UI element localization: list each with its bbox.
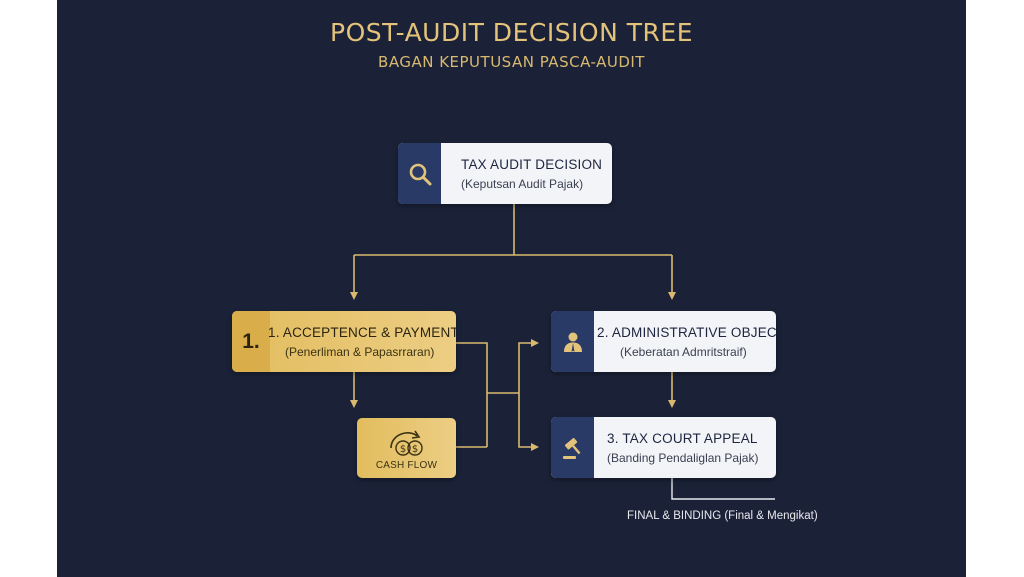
node-appeal-icon-tab (551, 417, 594, 478)
node-administrative-objection: 2. ADMINISTRATIVE OBJECTION (Keberatan A… (551, 311, 776, 372)
diagram-canvas: POST-AUDIT DECISION TREE BAGAN KEPUTUSAN… (57, 0, 966, 577)
node-decision-icon-tab (398, 143, 441, 204)
node-decision-title: TAX AUDIT DECISION (461, 156, 603, 172)
connector-acceptance-junction (456, 342, 488, 447)
node-cash-flow: $ $ CASH FLOW (357, 418, 456, 478)
connector-bus-objection (518, 339, 539, 393)
person-icon (563, 332, 582, 352)
node-acceptance-title: 1. ACCEPTENCE & PAYMENT (268, 324, 456, 340)
node-appeal-title: 3. TAX COURT APPEAL (607, 430, 758, 446)
node-acceptance-payment: 1. 1. ACCEPTENCE & PAYMENT (Penerliman &… (232, 311, 456, 372)
gavel-icon (562, 437, 581, 459)
diagram-title: POST-AUDIT DECISION TREE (330, 18, 693, 47)
node-acceptance-number: 1. (242, 329, 260, 353)
node-tax-court-appeal: 3. TAX COURT APPEAL (Banding Pendaliglan… (551, 417, 776, 478)
search-icon (409, 163, 431, 185)
cash-flow-icon: $ $ (389, 430, 423, 456)
connector-lines (350, 204, 775, 500)
node-objection-icon-tab (551, 311, 594, 372)
node-acceptance-number-tab: 1. (232, 311, 270, 372)
node-objection-title: 2. ADMINISTRATIVE OBJECTION (597, 324, 776, 340)
connector-final (671, 478, 775, 500)
node-decision-subtitle: (Keputsan Audit Pajak) (461, 176, 584, 191)
svg-text:$: $ (399, 444, 405, 455)
node-acceptance-subtitle: (Penerliman & Papasrraran) (285, 344, 435, 359)
final-binding-label: FINAL & BINDING (Final & Mengikat) (627, 510, 818, 522)
svg-text:$: $ (411, 444, 417, 455)
node-objection-subtitle: (Keberatan Admritstraif) (620, 344, 747, 359)
node-appeal-subtitle: (Banding Pendaliglan Pajak) (607, 450, 759, 465)
diagram-subtitle: BAGAN KEPUTUSAN PASCA-AUDIT (378, 53, 645, 71)
node-cashflow-label: CASH FLOW (375, 459, 438, 471)
connector-bus-appeal (518, 393, 539, 451)
node-tax-audit-decision: TAX AUDIT DECISION (Keputsan Audit Pajak… (398, 143, 612, 204)
